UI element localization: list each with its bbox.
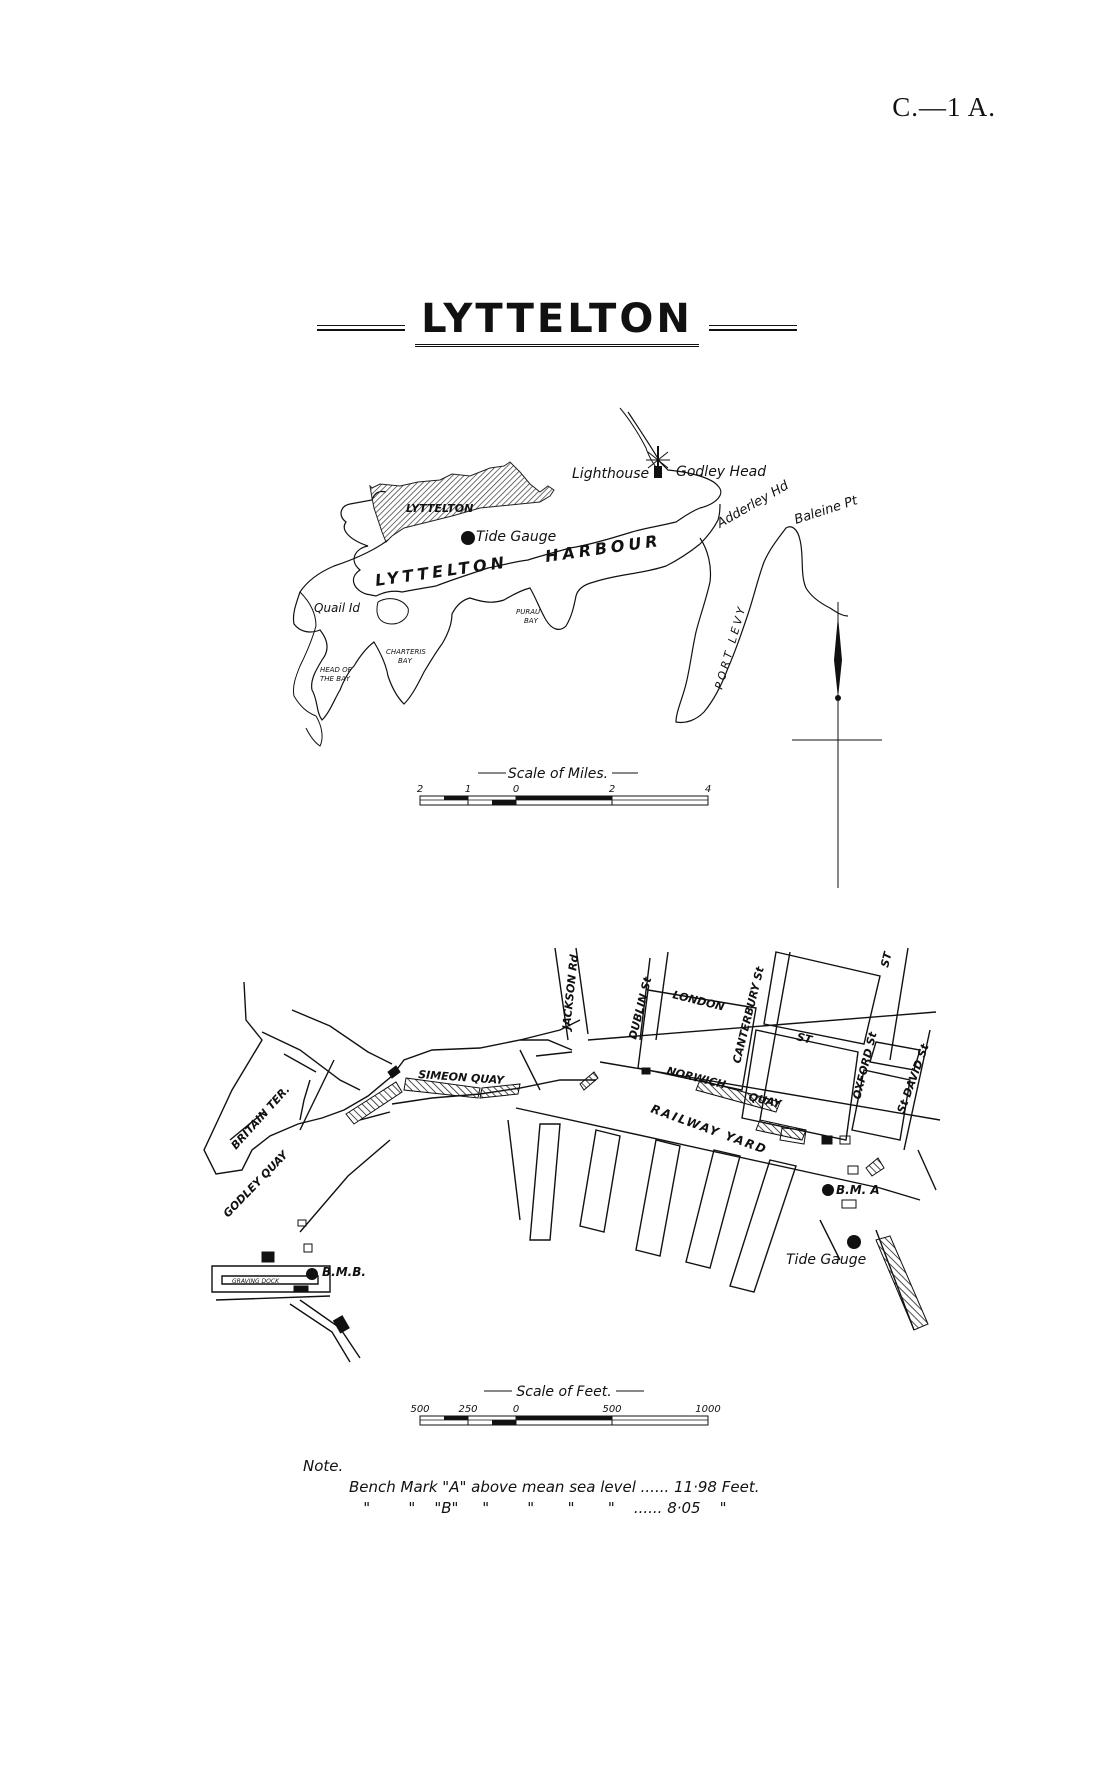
label-simeon-quay: SIMEON QUAY [418,1068,506,1087]
harbour-south-coast [292,503,721,721]
quail-island [376,598,409,625]
label-graving-dock: GRAVING DOCK [232,1278,280,1285]
label-godley-quay: GODLEY QUAY [221,1148,291,1220]
label-norwich-quay-1: NORWICH [665,1064,727,1091]
label-head-of-bay-2: THE BAY [320,675,351,683]
tide-gauge-dot [461,531,475,545]
label-harbour: HARBOUR [544,531,663,566]
title-rule-right [708,324,797,331]
label-lighthouse: Lighthouse [572,466,649,482]
western-coast [293,591,323,747]
miles-tick-2: 0 [513,784,519,795]
north-head-coast [619,407,663,475]
title-text: LYTTELTON [415,296,699,347]
note-row-b: " " "B" " " " " ...... 8·05 " [349,1499,727,1517]
label-tide-gauge-plan: Tide Gauge [786,1252,866,1268]
label-britain-ter: BRITAIN TER. [229,1083,293,1152]
label-purau-bay-1: PURAU [516,608,540,616]
label-adderley-hd: Adderley Hd [714,478,792,532]
note-row-a: Bench Mark "A" above mean sea level ....… [349,1478,760,1496]
label-baleine-pt: Baleine Pt [793,493,861,528]
label-port-levy: PORT LEVY [712,603,749,691]
feet-tick-1: 250 [458,1404,477,1415]
miles-tick-4: 4 [705,784,711,795]
bench-mark-note: Note. Bench Mark "A" above mean sea leve… [303,1456,760,1519]
label-charteris-bay-1: CHARTERIS [386,648,426,656]
scale-of-miles: Scale of Miles. 2 1 0 2 4 [417,766,711,806]
label-bm-a: B.M. A [836,1183,880,1197]
miles-tick-0: 2 [417,784,423,795]
label-london-st-1: LONDON [671,988,725,1013]
label-railway-yard: RAILWAY YARD [649,1102,770,1157]
miles-tick-3: 2 [609,784,615,795]
miles-tick-1: 1 [465,784,471,795]
port-plan [203,947,941,1363]
tide-gauge-plan-dot [847,1235,861,1249]
harbour-north-coast [340,411,722,597]
label-lyttelton-town: LYTTELTON [406,502,473,515]
port-buildings [261,1065,929,1334]
feet-tick-0: 500 [410,1404,429,1415]
label-dublin-st: DUBLIN St [626,975,654,1041]
feet-tick-3: 500 [602,1404,621,1415]
feet-tick-4: 1000 [695,1404,720,1415]
label-oxford-st: OXFORD St [850,1030,879,1101]
label-godley-head: Godley Head [676,464,766,480]
page-reference: C.—1 A. [892,92,996,122]
map-title: LYTTELTON [0,296,1114,347]
label-purau-bay-2: BAY [524,617,539,625]
label-head-of-bay-1: HEAD OF [320,666,353,674]
miles-scale-title: Scale of Miles. [508,766,608,782]
title-rule-left [317,324,406,331]
scale-of-feet: Scale of Feet. 500 250 0 500 1000 [410,1384,721,1426]
label-london-st-2: ST [795,1030,815,1047]
lighthouse-icon [646,446,670,478]
label-tide-gauge-overview: Tide Gauge [476,529,556,545]
note-heading: Note. [303,1457,344,1475]
label-bm-b: B.M.B. [322,1265,366,1279]
label-st-top: ST [878,949,895,969]
bm-b-dot [306,1268,318,1280]
feet-tick-2: 0 [513,1404,519,1415]
feet-scale-title: Scale of Feet. [516,1384,611,1400]
label-charteris-bay-2: BAY [398,657,413,665]
port-levy-coast [675,526,849,724]
north-arrow-icon [792,602,882,888]
label-quail-id: Quail Id [314,601,360,615]
bm-a-dot [822,1184,834,1196]
